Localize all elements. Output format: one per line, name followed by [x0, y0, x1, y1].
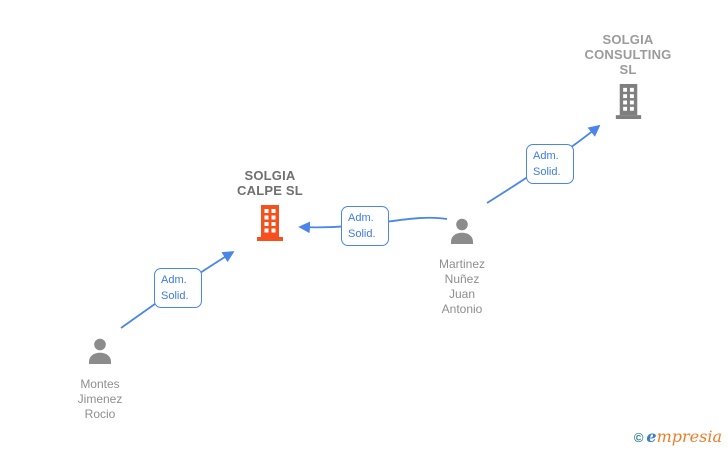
edge-label-martinez-calpe: Adm. Solid.: [341, 206, 389, 246]
person-name: Martinez Nuñez Juan Antonio: [438, 257, 485, 316]
copyright-icon: ©: [633, 430, 644, 445]
empresia-watermark: © empresia: [634, 427, 722, 446]
company-name: SOLGIA CALPE SL: [237, 168, 303, 198]
brand-initial: e: [646, 427, 657, 446]
company-name: SOLGIA CONSULTING SL: [584, 32, 672, 77]
brand-rest: mpresia: [656, 427, 722, 446]
node-solgia-calpe-sl[interactable]: SOLGIA CALPE SL: [210, 168, 330, 247]
node-martinez-nunez-juan-antonio[interactable]: Martinez Nuñez Juan Antonio: [412, 216, 512, 317]
edge-label-text: Adm. Solid.: [348, 212, 376, 240]
person-icon: [412, 216, 512, 253]
node-montes-jimenez-rocio[interactable]: Montes Jimenez Rocio: [50, 336, 150, 422]
building-icon: [210, 204, 330, 247]
edge-label-text: Adm. Solid.: [533, 150, 561, 178]
brand-logo: empresia: [646, 427, 722, 446]
node-solgia-consulting-sl[interactable]: SOLGIA CONSULTING SL: [568, 32, 688, 125]
edge-label-montes-calpe: Adm. Solid.: [154, 268, 202, 308]
person-icon: [50, 336, 150, 373]
edge-label-martinez-consulting: Adm. Solid.: [526, 144, 574, 184]
edge-label-text: Adm. Solid.: [161, 274, 189, 302]
building-icon: [568, 83, 688, 125]
person-name: Montes Jimenez Rocio: [77, 377, 123, 421]
